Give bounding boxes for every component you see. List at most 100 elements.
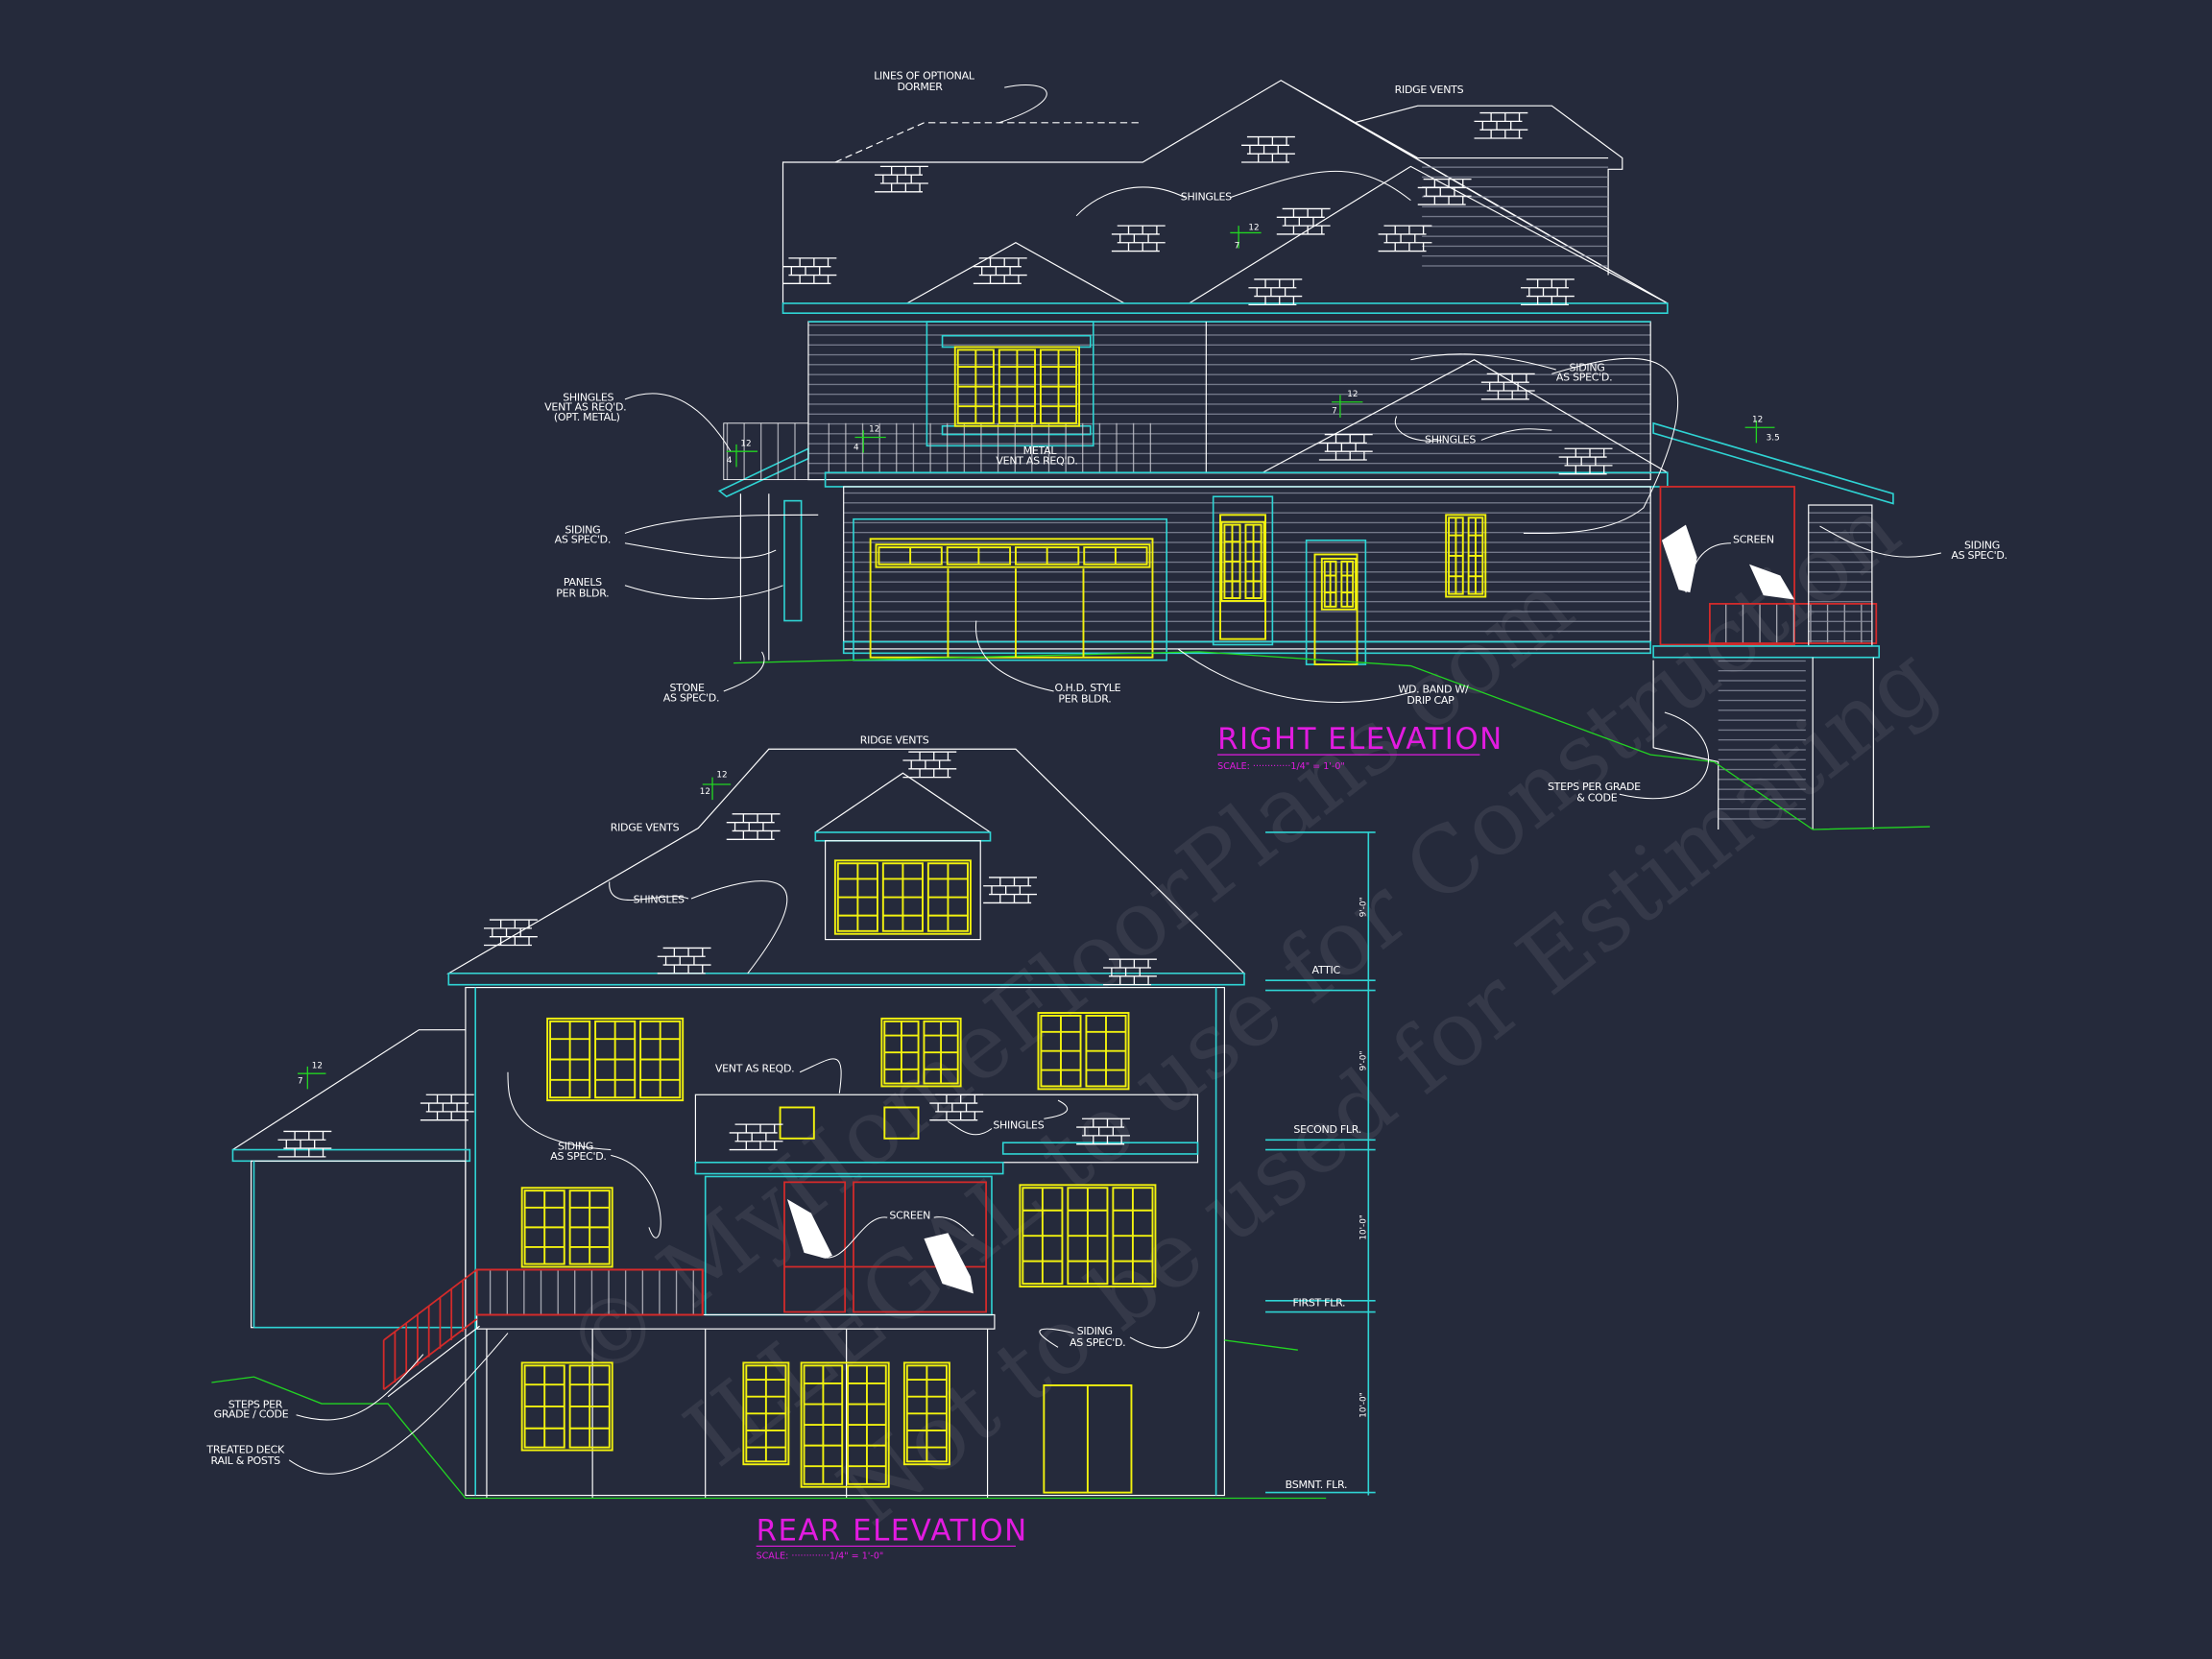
rear-eave-trim <box>447 973 1245 986</box>
screen-glare <box>786 1198 974 1294</box>
shingle-symbol <box>1474 111 1528 139</box>
label-siding: AS SPEC'D. <box>1070 1336 1125 1349</box>
label-shingles: SHINGLES <box>1181 191 1232 204</box>
shingle-symbol <box>1076 1118 1130 1145</box>
window <box>1019 1184 1157 1288</box>
shingle-symbol <box>1111 225 1166 252</box>
level-basement-floor: BSMNT. FLR. <box>1286 1479 1348 1491</box>
label-stone: AS SPEC'D. <box>663 691 719 704</box>
deck-stairs-rail <box>382 1268 478 1391</box>
window-frame <box>875 543 1151 568</box>
pitch-marker <box>298 1066 326 1090</box>
screen-porch-deck <box>1652 645 1881 659</box>
level-height: 9'-0" <box>1358 1051 1368 1071</box>
shingle-symbol <box>1378 225 1432 252</box>
level-second-floor: SECOND FLR. <box>1293 1123 1361 1136</box>
door-frame <box>1212 495 1274 646</box>
shingle-symbol <box>1521 278 1575 306</box>
side-panel <box>783 499 803 622</box>
board-and-batten-panel <box>825 422 1165 473</box>
right-elevation-labels: LINES OF OPTIONAL DORMER RIDGE VENTS SHI… <box>544 69 2008 804</box>
shingle-symbol <box>1248 278 1303 306</box>
shingle-symbol <box>973 257 1027 285</box>
shingle-symbol <box>657 947 711 974</box>
door <box>1219 514 1266 640</box>
label-siding: SIDING <box>1964 540 2000 552</box>
label-steps: STEPS PER <box>228 1398 283 1410</box>
band-with-drip-cap <box>842 640 1651 655</box>
window-frame <box>1220 520 1265 602</box>
label-panels: PANELS <box>564 576 602 589</box>
window <box>1220 520 1265 602</box>
label-shingles: SHINGLES <box>1425 433 1476 445</box>
rear-dormer-wall <box>825 840 981 941</box>
label-siding: SIDING <box>1570 361 1605 373</box>
label-optional-dormer: DORMER <box>897 81 943 93</box>
window-frame <box>953 346 1081 427</box>
label-siding: AS SPEC'D. <box>1951 549 2007 562</box>
label-metal-vent: METAL <box>1023 445 1058 457</box>
pitch-rise: 7 <box>1332 407 1337 417</box>
label-siding: AS SPEC'D. <box>1556 372 1612 384</box>
pitch-rise: 7 <box>298 1076 303 1086</box>
screen-panel <box>783 1181 847 1313</box>
rear-elevation: RIDGE VENTS RIDGE VENTS SHINGLES VENT AS… <box>205 733 1376 1562</box>
rear-dormer-roof <box>814 772 991 833</box>
screen-porch-siding <box>1808 504 1873 647</box>
label-stone: STONE <box>670 682 705 694</box>
level-attic: ATTIC <box>1312 964 1341 976</box>
shingle-symbol <box>1417 178 1472 205</box>
pitch-rise: 7 <box>1235 242 1240 252</box>
windows <box>520 346 1487 1488</box>
pitch-run: 12 <box>1248 224 1259 233</box>
pitch-run: 12 <box>1752 415 1763 424</box>
pitch-rise: 4 <box>727 456 733 466</box>
label-shingles: SHINGLES <box>993 1119 1044 1132</box>
label-deck: TREATED DECK <box>205 1443 285 1455</box>
level-height: 10'-0" <box>1358 1214 1368 1239</box>
shingle-symbol <box>484 919 538 947</box>
window-frame <box>1445 514 1487 598</box>
roof-vent <box>883 1106 920 1140</box>
deck-railing <box>475 1268 704 1316</box>
leader-lines <box>288 880 1200 1475</box>
front-gables <box>906 165 1669 304</box>
pitch-run: 12 <box>740 439 751 448</box>
shingle-symbol <box>929 1094 984 1121</box>
rear-grade-line <box>211 1339 1327 1500</box>
window <box>1445 514 1487 598</box>
shed-roof-eave <box>694 1161 1004 1175</box>
pitch-marker <box>702 777 732 801</box>
pitch-rise: 3.5 <box>1767 433 1780 443</box>
window-frame <box>1320 557 1358 611</box>
level-height: 10'-0" <box>1358 1392 1368 1417</box>
shingle-symbol <box>1276 207 1331 235</box>
pitch-marker <box>1332 395 1363 418</box>
left-wing-eave <box>231 1148 471 1163</box>
label-shingles: SHINGLES <box>634 893 685 905</box>
label-garage-door: PER BLDR. <box>1058 693 1111 706</box>
label-steps: STEPS PER GRADE <box>1548 781 1641 793</box>
window-frame <box>520 1361 613 1452</box>
label-shingles-vent: (OPT. METAL) <box>554 411 620 423</box>
shingle-symbol <box>983 877 1037 904</box>
grade-line <box>733 651 1931 830</box>
label-steps: GRADE / CODE <box>214 1408 289 1421</box>
rear-roof-pitch-markers: 12 12 12 7 <box>298 771 732 1090</box>
label-siding: SIDING <box>565 523 600 536</box>
window <box>800 1361 890 1488</box>
window <box>833 859 972 935</box>
label-ridge-vents: RIDGE VENTS <box>611 821 680 833</box>
shingle-symbol <box>420 1094 474 1121</box>
pitch-run: 12 <box>869 425 879 435</box>
pitch-marker <box>726 444 758 468</box>
shingle-symbol <box>1558 447 1613 475</box>
left-wing-roof <box>232 1029 466 1151</box>
window-frame <box>833 859 972 935</box>
window-frame <box>880 1017 962 1088</box>
deck-railing-balusters <box>475 1268 704 1316</box>
right-elevation: LINES OF OPTIONAL DORMER RIDGE VENTS SHI… <box>544 69 2008 830</box>
pitch-marker <box>1744 420 1775 444</box>
window <box>520 1187 613 1268</box>
